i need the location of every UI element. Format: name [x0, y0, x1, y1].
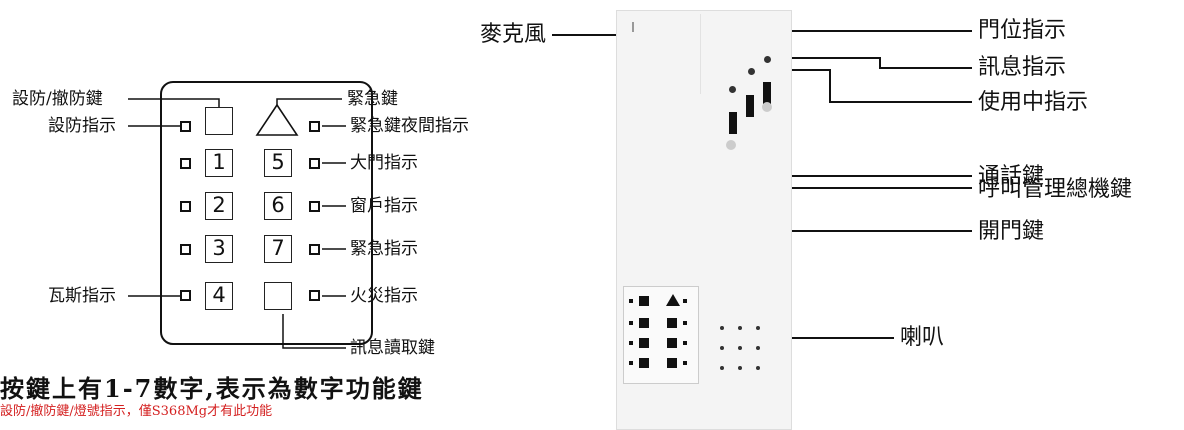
emergency-key-label: 緊急鍵 [347, 89, 398, 109]
message-indicator-label: 訊息指示 [978, 55, 1067, 80]
indicator-led-3 [180, 244, 191, 255]
panel-key [667, 338, 677, 348]
panel-led [629, 321, 633, 325]
panel-led [683, 361, 687, 365]
window-indicator-label: 窗戶指示 [350, 196, 418, 216]
emergency-key-leader [276, 98, 342, 105]
key-7[interactable]: 7 [264, 235, 292, 263]
talk-key-leader [766, 146, 972, 177]
emergency-night-label: 緊急鍵夜間指示 [350, 116, 469, 136]
in-use-led [748, 68, 755, 75]
call-management-key-label: 呼叫管理總機鍵 [978, 177, 1133, 202]
fire-indicator-led [309, 290, 320, 301]
panel-seam [700, 14, 701, 94]
arm-indicator-label: 設防指示 [48, 116, 116, 136]
emergency-indicator-label: 緊急指示 [350, 239, 418, 259]
intercom-panel [616, 10, 792, 430]
door-indicator-led [309, 158, 320, 169]
panel-key [639, 358, 649, 368]
talk-icon [762, 102, 772, 112]
panel-keypad-buttons [629, 294, 687, 368]
panel-key [667, 318, 677, 328]
key-4[interactable]: 4 [205, 282, 233, 310]
window-indicator-led [309, 201, 320, 212]
door-position-icon [726, 140, 736, 150]
door-position-label: 門位指示 [978, 18, 1067, 43]
speaker-label: 喇叭 [900, 325, 945, 350]
indicator-led-1 [180, 158, 191, 169]
key-3[interactable]: 3 [205, 235, 233, 263]
arm-indicator-led [180, 121, 191, 132]
panel-led [629, 361, 633, 365]
panel-led [683, 321, 687, 325]
message-read-leader [282, 314, 346, 349]
panel-emergency-triangle [666, 294, 680, 306]
key-6[interactable]: 6 [264, 192, 292, 220]
fire-indicator-label: 火災指示 [350, 286, 418, 306]
panel-key [639, 296, 649, 306]
gas-indicator-label: 瓦斯指示 [48, 286, 116, 306]
speaker-grille [720, 326, 760, 370]
arm-disarm-leader [128, 98, 220, 107]
panel-key [667, 358, 677, 368]
microphone-label: 麥克風 [480, 22, 547, 47]
emergency-indicator-led [309, 244, 320, 255]
panel-led [683, 341, 687, 345]
message-read-key[interactable] [264, 282, 292, 310]
door-indicator-label: 大門指示 [350, 153, 418, 173]
key-5[interactable]: 5 [264, 149, 292, 177]
key-1[interactable]: 1 [205, 149, 233, 177]
open-door-key-label: 開門鍵 [978, 219, 1045, 244]
door-position-led [729, 86, 736, 93]
emergency-key-triangle [255, 103, 299, 136]
keypad-frame [160, 81, 373, 345]
panel-keypad [623, 286, 699, 384]
microphone-hole [632, 22, 634, 32]
caption-note: 設防/撤防鍵/燈號指示，僅S368Mg才有此功能 [0, 404, 273, 419]
message-led [764, 56, 771, 63]
panel-led [629, 341, 633, 345]
message-read-key-label: 訊息讀取鍵 [350, 338, 435, 358]
call-management-button[interactable] [746, 95, 754, 117]
indicator-led-2 [180, 201, 191, 212]
arm-disarm-key[interactable] [205, 107, 233, 135]
panel-led [683, 299, 687, 303]
gas-indicator-led [180, 290, 191, 301]
panel-led [629, 299, 633, 303]
arm-disarm-key-label: 設防/撤防鍵 [12, 89, 103, 109]
panel-key [639, 338, 649, 348]
key-2[interactable]: 2 [205, 192, 233, 220]
talk-key-label: 通話鍵 [978, 164, 1045, 189]
in-use-indicator-label: 使用中指示 [978, 90, 1089, 115]
panel-key [639, 318, 649, 328]
emergency-night-led [309, 121, 320, 132]
message-indicator-leader [766, 57, 972, 69]
caption-main: 按鍵上有1-7數字,表示為數字功能鍵 [0, 374, 424, 403]
talk-button[interactable] [763, 82, 771, 104]
open-door-button[interactable] [729, 112, 737, 134]
